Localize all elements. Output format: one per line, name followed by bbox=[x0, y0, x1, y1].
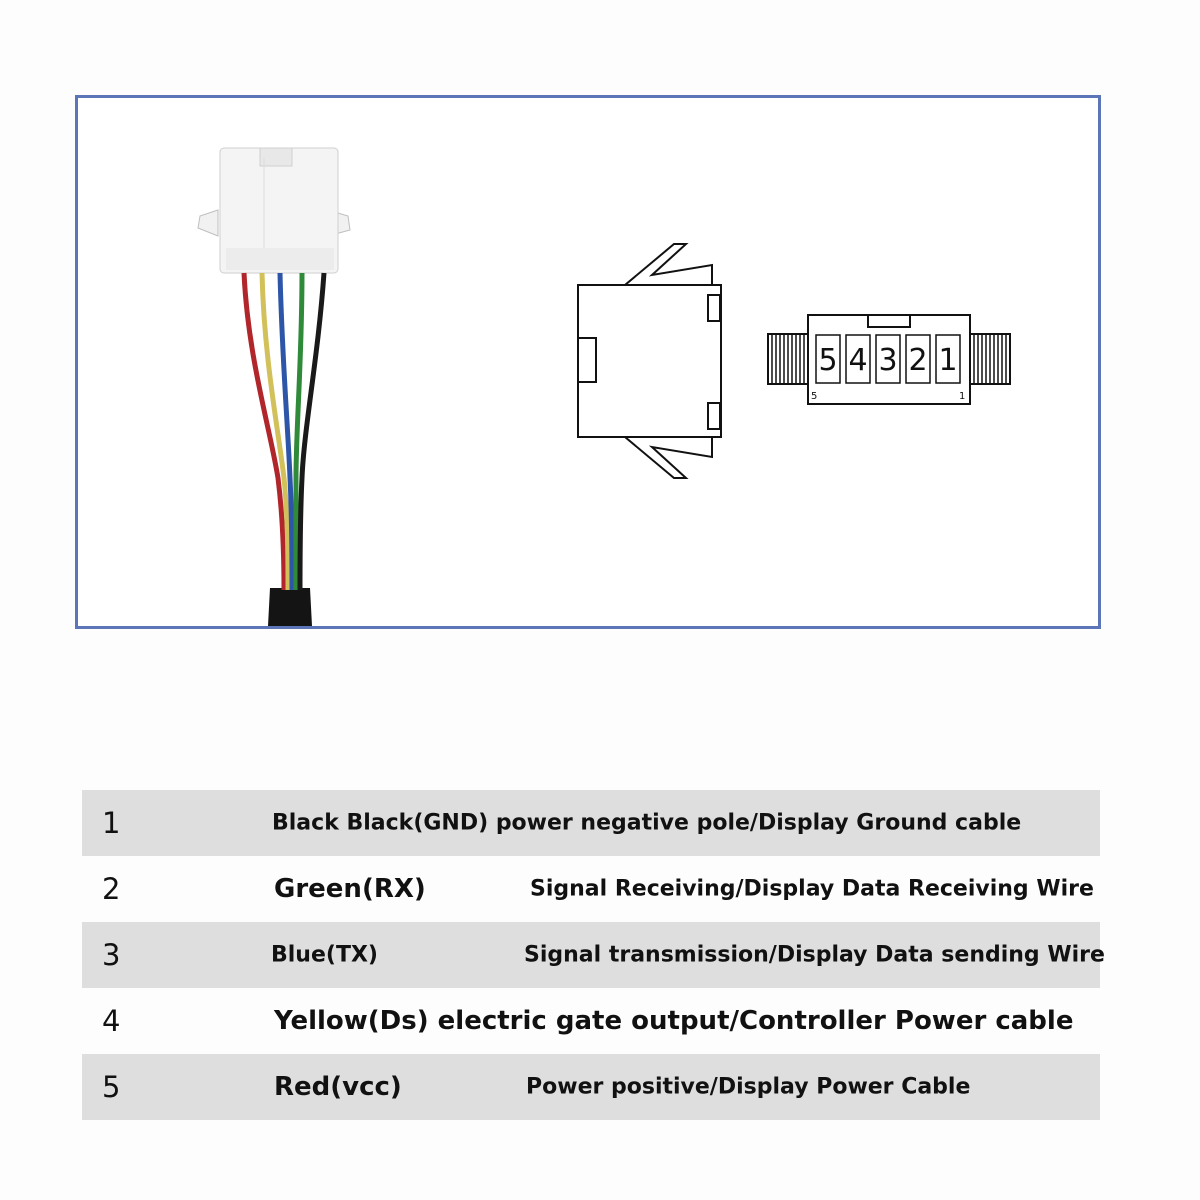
connector-photo bbox=[197, 147, 351, 626]
pin-label-2: 2 bbox=[908, 343, 927, 378]
pin-label-1: 1 bbox=[938, 343, 957, 378]
connector-illustration-frame: 5 4 3 2 1 5 1 bbox=[75, 95, 1101, 629]
pin-number: 1 bbox=[102, 806, 121, 840]
pin-description: Black Black(GND) power negative pole/Dis… bbox=[272, 810, 1022, 836]
pin-description: Yellow(Ds) electric gate output/Controll… bbox=[274, 1006, 1074, 1036]
wire-color: Red(vcc) bbox=[274, 1072, 402, 1102]
table-row: 5 Red(vcc) Power positive/Display Power … bbox=[82, 1054, 1100, 1120]
pin-function: Signal transmission/Display Data sending… bbox=[524, 942, 1105, 968]
connector-illustration: 5 4 3 2 1 5 1 bbox=[197, 147, 1011, 626]
pin-number: 3 bbox=[102, 938, 121, 972]
wire-black bbox=[297, 272, 327, 591]
wire-color: Green(RX) bbox=[274, 874, 426, 904]
wire-blue bbox=[277, 272, 295, 591]
table-row: 1 Black Black(GND) power negative pole/D… bbox=[82, 790, 1100, 856]
pin-label-4: 4 bbox=[848, 343, 867, 378]
connector-front-view: 5 4 3 2 1 5 1 bbox=[767, 314, 1011, 405]
wire-green bbox=[293, 272, 305, 590]
corner-label-right: 1 bbox=[959, 391, 965, 402]
pin-number: 2 bbox=[102, 872, 121, 906]
wire-yellow bbox=[259, 272, 291, 591]
pin-number: 4 bbox=[102, 1004, 121, 1038]
table-row: 4 Yellow(Ds) electric gate output/Contro… bbox=[82, 988, 1100, 1054]
wire-red bbox=[241, 272, 287, 591]
pin-label-5: 5 bbox=[818, 343, 837, 378]
pin-label-3: 3 bbox=[878, 343, 897, 378]
pin-number: 5 bbox=[102, 1070, 121, 1104]
pin-function: Power positive/Display Power Cable bbox=[526, 1074, 971, 1100]
table-row: 2 Green(RX) Signal Receiving/Display Dat… bbox=[82, 856, 1100, 922]
pin-table: 1 Black Black(GND) power negative pole/D… bbox=[82, 790, 1105, 1120]
wire-color: Blue(TX) bbox=[271, 942, 378, 968]
connector-side-view bbox=[577, 243, 722, 479]
table-row: 3 Blue(TX) Signal transmission/Display D… bbox=[82, 922, 1105, 988]
corner-label-left: 5 bbox=[811, 391, 817, 402]
pin-function: Signal Receiving/Display Data Receiving … bbox=[530, 876, 1094, 902]
